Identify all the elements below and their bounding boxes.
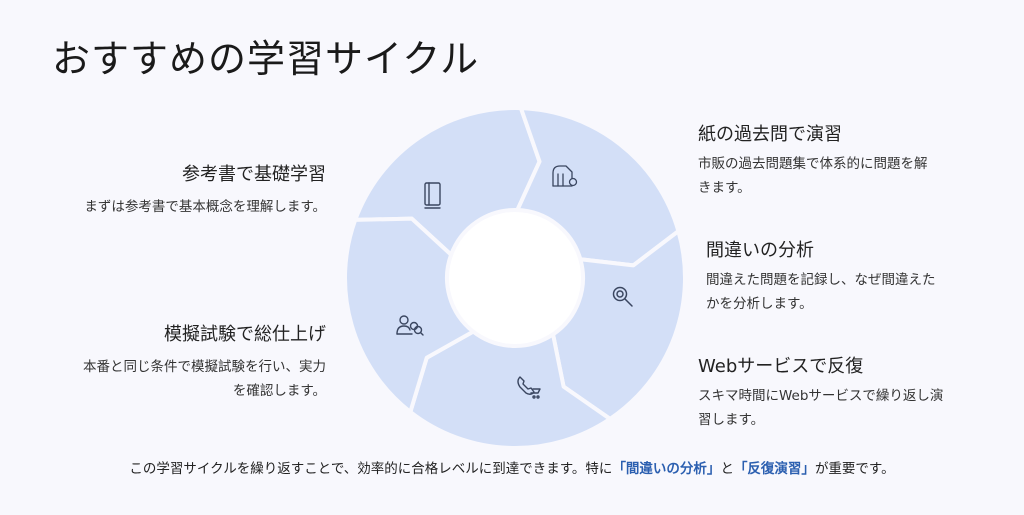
footer-text-2: と xyxy=(720,461,734,477)
school-icon xyxy=(552,165,578,187)
footer-note: この学習サイクルを繰り返すことで、効率的に合格レベルに到達できます。特に「間違い… xyxy=(0,457,1024,477)
step-4-title: Webサービスで反復 xyxy=(698,356,864,377)
cycle-segments xyxy=(345,108,685,448)
step-1-title: 参考書で基礎学習 xyxy=(182,164,326,185)
cycle-segment-4 xyxy=(408,329,613,448)
step-2-desc-line-1: 市販の過去問題集で体系的に問題を解 xyxy=(698,156,928,172)
footer-highlight-1: 「間違いの分析」 xyxy=(612,461,721,477)
book-icon xyxy=(424,182,441,209)
page-title: おすすめの学習サイクル xyxy=(52,37,480,81)
step-2-desc: 市販の過去問題集で体系的に問題を解 きます。 xyxy=(698,152,928,200)
magnifier-icon xyxy=(612,286,633,307)
step-3-title: 間違いの分析 xyxy=(706,240,814,261)
step-3-desc: 間違えた問題を記録し、なぜ間違えた かを分析します。 xyxy=(706,268,936,316)
step-5-desc-line-1: 本番と同じ条件で模擬試験を行い、実力 xyxy=(83,359,326,375)
step-1-desc: まずは参考書で基本概念を理解します。 xyxy=(84,199,326,215)
repeat-cart-icon xyxy=(517,376,541,399)
users-search-icon xyxy=(396,315,424,336)
cycle-segment-5 xyxy=(345,216,476,414)
step-3-desc-line-1: 間違えた問題を記録し、なぜ間違えた xyxy=(706,272,936,288)
step-2-title: 紙の過去問で演習 xyxy=(698,124,842,145)
learning-cycle-diagram xyxy=(345,108,685,448)
cycle-segment-2 xyxy=(515,108,681,268)
step-5-desc-line-2: を確認します。 xyxy=(232,383,326,399)
footer-text-1: この学習サイクルを繰り返すことで、効率的に合格レベルに到達できます。特に xyxy=(129,461,613,477)
footer-highlight-2: 「反復演習」 xyxy=(733,461,815,477)
step-5-desc: 本番と同じ条件で模擬試験を行い、実力 を確認します。 xyxy=(83,355,326,403)
step-2-desc-line-2: きます。 xyxy=(698,180,751,196)
step-4-desc: スキマ時間にWebサービスで繰り返し演 習します。 xyxy=(698,384,943,432)
cycle-center xyxy=(449,212,581,344)
step-5-title: 模擬試験で総仕上げ xyxy=(164,324,326,345)
step-3-desc-line-2: かを分析します。 xyxy=(706,296,813,312)
cycle-segment-3 xyxy=(551,229,685,421)
footer-text-3: が重要です。 xyxy=(814,461,895,477)
step-4-desc-line-2: 習します。 xyxy=(698,412,765,428)
step-4-desc-line-1: スキマ時間にWebサービスで繰り返し演 xyxy=(698,388,944,404)
